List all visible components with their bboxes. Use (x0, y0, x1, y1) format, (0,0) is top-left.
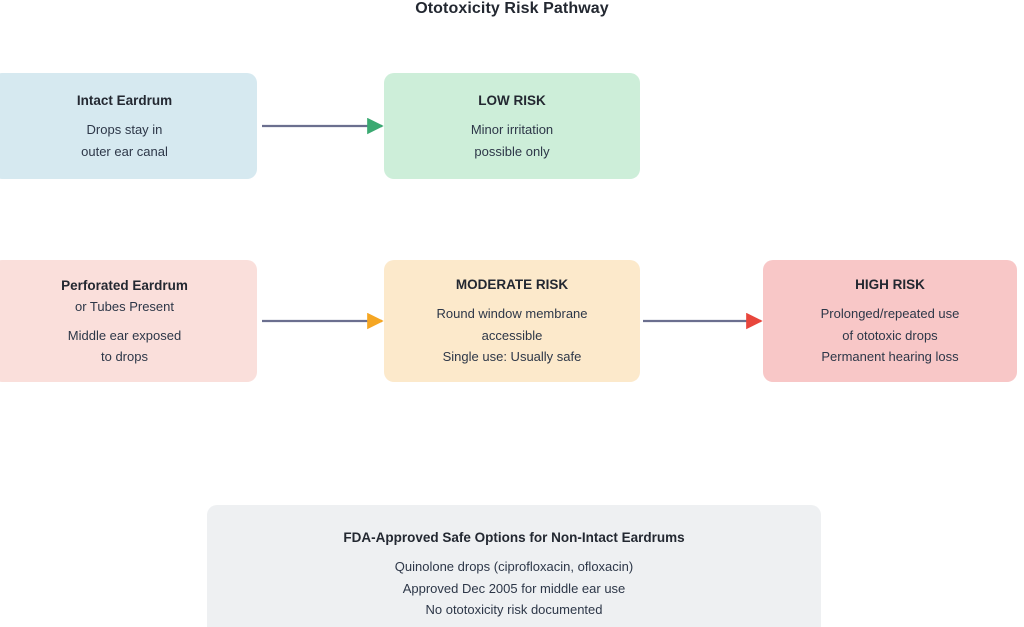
node-line: Middle ear exposed (67, 327, 182, 343)
node-line: Prolonged/repeated use (820, 306, 960, 322)
node-line: Permanent hearing loss (821, 349, 959, 365)
node-line: to drops (101, 349, 148, 364)
node-moderate-risk: MODERATE RISK Round window membrane acce… (384, 260, 640, 382)
node-low-risk: LOW RISK Minor irritation possible only (384, 73, 640, 179)
node-line: Round window membrane (436, 306, 588, 322)
node-line: accessible (481, 327, 543, 343)
node-title: FDA-Approved Safe Options for Non-Intact… (343, 530, 685, 545)
node-subtitle: or Tubes Present (75, 298, 174, 314)
node-high-risk: HIGH RISK Prolonged/repeated use of otot… (763, 260, 1017, 382)
node-intact-eardrum: Intact Eardrum Drops stay in outer ear c… (0, 73, 257, 179)
node-line: outer ear canal (81, 143, 168, 159)
node-title: MODERATE RISK (455, 277, 569, 293)
node-title: HIGH RISK (855, 277, 925, 293)
node-line: Quinolone drops (ciprofloxacin, ofloxaci… (394, 559, 634, 574)
page-title: Ototoxicity Risk Pathway (415, 0, 609, 17)
node-title: Perforated Eardrum (61, 277, 188, 293)
node-line: possible only (474, 143, 550, 159)
node-body: Prolonged/repeated use of ototoxic drops… (821, 303, 960, 368)
node-body: Middle ear exposed to drops (68, 325, 181, 368)
node-body: Minor irritation possible only (471, 119, 553, 162)
node-fda-note: FDA-Approved Safe Options for Non-Intact… (207, 505, 821, 627)
node-title: Intact Eardrum (76, 93, 173, 108)
node-line: of ototoxic drops (842, 327, 938, 343)
node-line: Single use: Usually safe (442, 349, 582, 365)
node-body: Drops stay in outer ear canal (81, 119, 168, 162)
node-title: LOW RISK (478, 93, 546, 108)
node-line: No ototoxicity risk documented (425, 602, 603, 617)
node-line: Drops stay in (86, 122, 163, 137)
node-line: Minor irritation (470, 122, 554, 137)
node-body: Round window membrane accessible Single … (436, 303, 587, 368)
node-perforated-eardrum: Perforated Eardrum or Tubes Present Midd… (0, 260, 257, 382)
node-line: Approved Dec 2005 for middle ear use (402, 580, 626, 596)
node-body: Quinolone drops (ciprofloxacin, ofloxaci… (395, 556, 633, 621)
